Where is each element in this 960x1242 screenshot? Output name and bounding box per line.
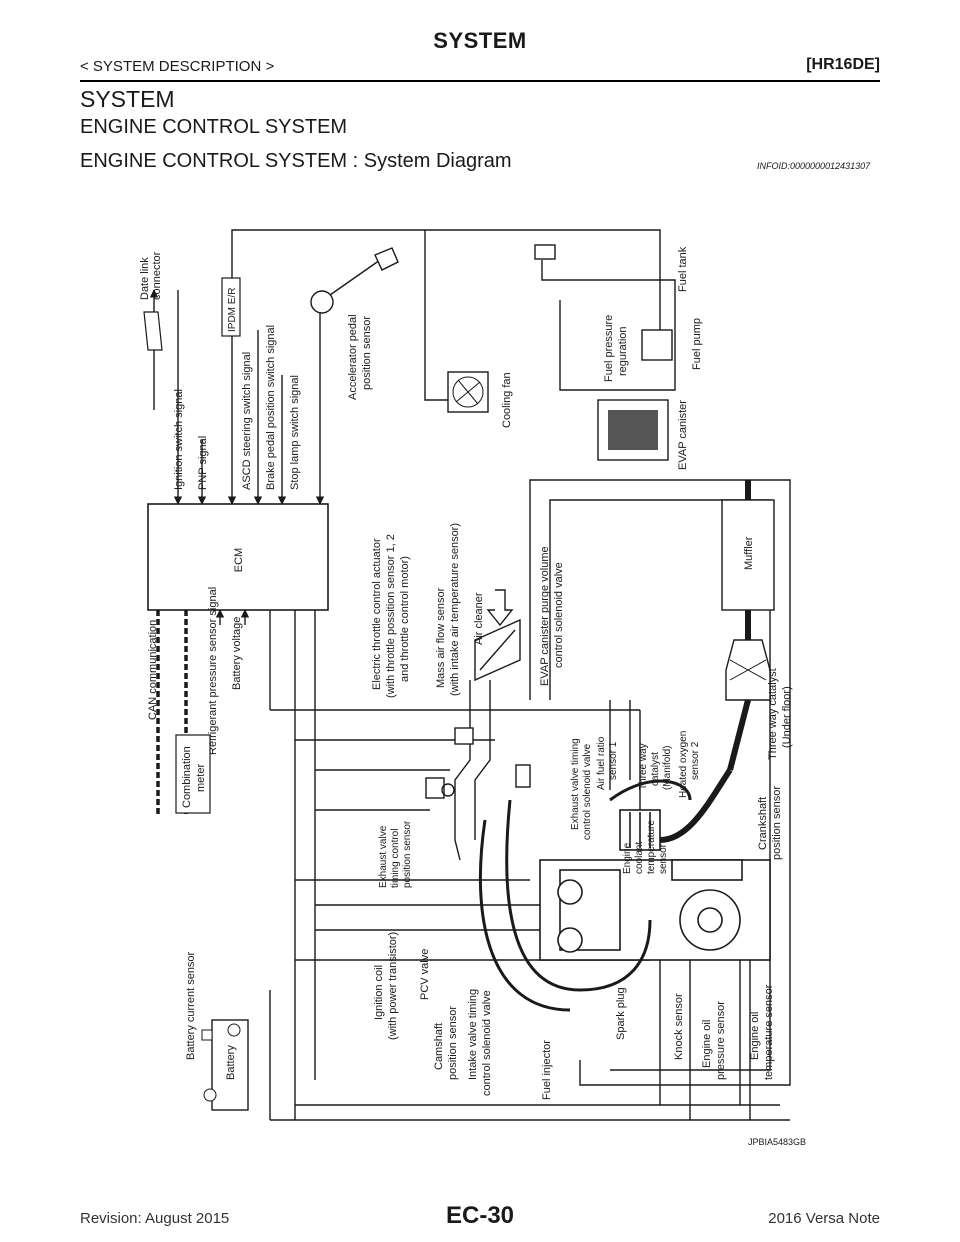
label-af-1: Air fuel ratio xyxy=(596,736,607,790)
label-af-2: sensor 1 xyxy=(608,741,619,780)
label-oil-pressure-1: Engine oil xyxy=(701,1020,713,1068)
section-breadcrumb: < SYSTEM DESCRIPTION > xyxy=(80,58,275,75)
label-intake-timing-2: control solenoid valve xyxy=(481,990,493,1096)
air-intake xyxy=(454,589,521,861)
three-way-catalyst-floor xyxy=(725,639,771,771)
label-stop-lamp: Stop lamp switch signal xyxy=(289,375,301,490)
fuel-tank xyxy=(534,244,676,391)
ipdm-er-box xyxy=(221,277,241,337)
label-oil-temp-1: Engine oil xyxy=(749,1012,761,1060)
label-battery-current: Battery current sensor xyxy=(185,951,197,1060)
label-ho2-2: sensor 2 xyxy=(690,741,701,780)
label-three-way-man-1: Three way xyxy=(638,743,649,790)
engine-labels: Exhaust valve timing control solenoid va… xyxy=(373,731,783,1100)
label-combination-2: meter xyxy=(195,764,207,792)
footer-page-number: EC-30 xyxy=(445,1202,515,1229)
label-exhaust-timing-2: control solenoid valve xyxy=(582,743,593,840)
throttle-and-maf xyxy=(425,727,531,799)
label-coolant-3: temperature xyxy=(646,820,657,874)
label-data-link-2: connector xyxy=(151,251,163,300)
label-fuel-pressure-1: Fuel pressure xyxy=(603,315,615,382)
data-link-connector xyxy=(143,311,163,351)
label-three-way-floor-2: (Under floor) xyxy=(781,686,793,748)
label-three-way-man-2: catalyst xyxy=(650,752,661,786)
label-air-cleaner: Air cleaner xyxy=(473,592,485,645)
label-accelerator-1: Accelerator pedal xyxy=(347,314,359,400)
label-ignition-coil-1: Ignition coil xyxy=(373,965,385,1020)
label-crankshaft-1: Crankshaft xyxy=(757,797,769,850)
label-throttle-1: Electric throttle control actuator xyxy=(371,538,383,690)
label-maf-1: Mass air flow sensor xyxy=(435,587,447,688)
label-muffler: Muffler xyxy=(743,536,755,570)
label-spark-plug: Spark plug xyxy=(615,987,627,1040)
label-throttle-3: and throttle control motor) xyxy=(399,556,411,682)
label-fuel-pump: Fuel pump xyxy=(691,318,703,370)
label-combination-1: Combination xyxy=(181,746,193,808)
label-pcv: PCV valve xyxy=(419,949,431,1000)
header-rule xyxy=(80,80,880,82)
engine-block xyxy=(478,779,771,1012)
exhaust-pipe xyxy=(659,768,733,843)
heading-system: SYSTEM xyxy=(80,86,175,112)
accelerator-pedal xyxy=(310,247,399,314)
label-battery-voltage: Battery voltage xyxy=(231,617,243,690)
label-three-way-man-3: (Manifold) xyxy=(662,746,673,790)
label-can: CAN communication xyxy=(147,620,159,720)
label-ignition-switch: Ignition switch signal xyxy=(173,389,185,490)
label-brake-pedal: Brake pedal position switch signal xyxy=(265,325,277,490)
label-coolant-1: Engine xyxy=(622,842,633,874)
label-camshaft-1: Camshaft xyxy=(433,1023,445,1070)
label-accelerator-2: position sensor xyxy=(361,316,373,390)
evap-canister xyxy=(597,399,669,461)
label-maf-2: (with intake air temperature sensor) xyxy=(449,523,461,696)
label-evap-purge-2: control solenoid valve xyxy=(553,562,565,668)
ecm-box xyxy=(147,503,329,611)
label-knock: Knock sensor xyxy=(673,993,685,1060)
signal-labels: Ignition switch signal PNP signal ASCD s… xyxy=(147,325,301,755)
label-intake-timing-1: Intake valve timing xyxy=(467,989,479,1080)
label-exhaust-pos-2: timing control xyxy=(390,829,401,888)
combination-meter xyxy=(175,734,211,814)
label-fuel-injector: Fuel injector xyxy=(541,1040,553,1100)
label-pnp: PNP signal xyxy=(197,436,209,490)
label-throttle-2: (with throttle possition sensor 1, 2 xyxy=(385,534,397,698)
muffler xyxy=(721,480,775,640)
label-exhaust-pos-3: position sensor xyxy=(402,820,413,888)
heading-system-diagram: ENGINE CONTROL SYSTEM : System Diagram xyxy=(80,150,512,172)
heading-engine-control-system: ENGINE CONTROL SYSTEM xyxy=(80,116,348,138)
label-coolant-2: coolant xyxy=(634,842,645,874)
label-oil-pressure-2: pressure sensor xyxy=(715,1001,727,1080)
label-exhaust-timing-1: Exhaust valve timing xyxy=(570,738,581,830)
label-data-link-1: Date link xyxy=(139,257,151,300)
label-evap-purge-1: EVAP canister purge volume xyxy=(539,546,551,686)
battery xyxy=(201,1019,249,1111)
engine-code: [HR16DE] xyxy=(806,56,880,73)
label-exhaust-pos-1: Exhaust valve xyxy=(378,825,389,888)
footer-model: 2016 Versa Note xyxy=(768,1210,880,1227)
info-id: INFOID:0000000012431307 xyxy=(757,161,871,171)
page-header-title: SYSTEM xyxy=(433,28,527,53)
can-communication-lines xyxy=(156,610,188,815)
cooling-fan xyxy=(447,371,489,413)
label-ascd: ASCD steering switch signal xyxy=(241,352,253,490)
label-ho2-1: Heated oxygen xyxy=(678,731,689,798)
engine-control-system-diagram: ECM Ignition switch signal PNP signal AS… xyxy=(139,229,793,1121)
label-crankshaft-2: position sensor xyxy=(771,786,783,860)
label-oil-temp-2: temperature sensor xyxy=(763,984,775,1080)
label-battery: Battery xyxy=(225,1045,237,1080)
label-fuel-pressure-2: reguration xyxy=(617,326,629,376)
label-fuel-tank: Fuel tank xyxy=(677,246,689,292)
label-evap-canister: EVAP canister xyxy=(677,400,689,470)
label-refrigerant: Refrigerant pressure sensor signal xyxy=(207,587,219,755)
figure-id: JPBIA5483GB xyxy=(748,1137,807,1147)
label-coolant-4: sensor xyxy=(658,843,669,874)
ecm-label: ECM xyxy=(233,548,245,572)
label-cooling-fan: Cooling fan xyxy=(501,372,513,428)
label-ipdm: IPDM E/R xyxy=(227,288,238,332)
footer-revision: Revision: August 2015 xyxy=(80,1210,230,1227)
label-ignition-coil-2: (with power transistor) xyxy=(387,932,399,1040)
label-camshaft-2: position sensor xyxy=(447,1006,459,1080)
label-three-way-floor-1: Three way catalyst xyxy=(767,668,779,760)
